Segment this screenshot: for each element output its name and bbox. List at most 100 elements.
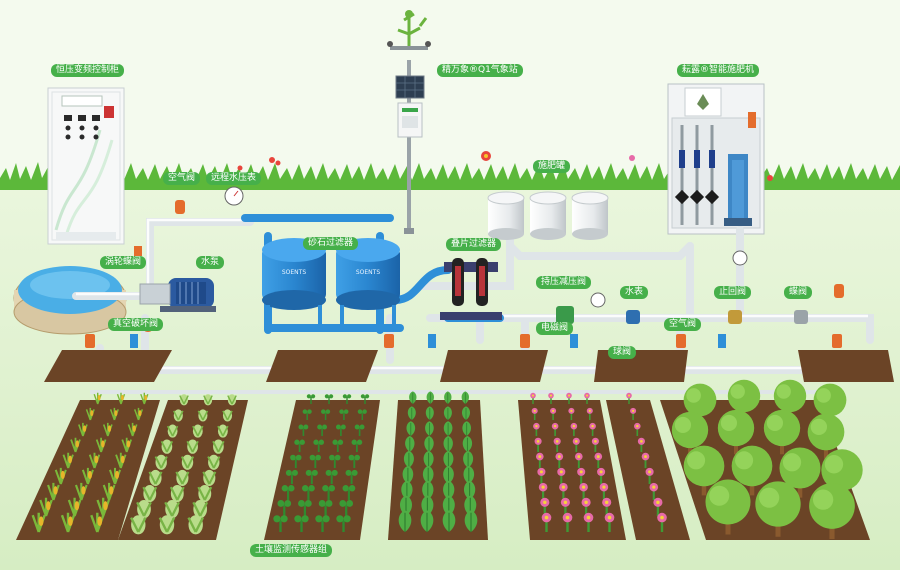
crop-plant — [102, 482, 116, 501]
crop-plant — [332, 439, 344, 452]
svg-text:SOENTS: SOENTS — [282, 269, 306, 276]
crop-plant — [536, 452, 544, 468]
crop-plant — [281, 485, 295, 500]
crop-plant — [443, 435, 453, 452]
crop-plant — [54, 467, 67, 485]
crop-plant — [541, 512, 552, 532]
crop-plant — [657, 512, 667, 532]
crop-plant — [354, 424, 365, 436]
crop-plant — [322, 485, 336, 500]
crop-plant — [39, 497, 53, 517]
crop-plant — [339, 409, 349, 420]
crop-plant — [403, 450, 414, 468]
crop-plant — [559, 482, 568, 500]
crop-plant — [187, 515, 204, 535]
crop-plant — [405, 435, 415, 452]
label-weather-station: 精万象®Q1气象站 — [437, 64, 523, 77]
crop-plant — [348, 454, 360, 468]
tree-icon — [683, 445, 725, 496]
crop-plant — [298, 500, 312, 516]
crop-plant — [443, 450, 454, 468]
crop-plant — [424, 435, 434, 452]
crop-plant — [531, 407, 538, 420]
crop-plant — [360, 394, 370, 404]
crop-plant — [329, 454, 341, 468]
crop-plant — [121, 437, 132, 453]
crop-plant — [594, 452, 603, 468]
control-cabinet — [47, 87, 125, 245]
label-solenoid-valve: 电磁阀 — [536, 322, 574, 335]
crop-plant — [47, 482, 60, 501]
crop-plant — [70, 437, 81, 453]
label-check-valve: 止回阀 — [714, 286, 752, 299]
tree-icon — [809, 483, 855, 540]
crop-plant — [175, 469, 190, 487]
crop-plant — [173, 409, 184, 422]
tree-icon — [731, 445, 773, 496]
tree-icon — [763, 409, 801, 455]
crop-plant — [108, 467, 122, 485]
crop-plant — [461, 406, 471, 420]
crop-plant — [443, 406, 452, 420]
crop-plant — [179, 394, 189, 406]
crop-plant — [584, 392, 590, 404]
crop-plant — [305, 469, 318, 484]
crop-plant — [67, 497, 82, 517]
crop-plant — [148, 469, 163, 487]
crop-plant — [133, 407, 144, 421]
crop-plant — [207, 454, 221, 470]
crop-plant — [273, 515, 288, 532]
crop-plant — [420, 510, 434, 532]
crop-plant — [351, 439, 363, 452]
crop-plant — [192, 500, 209, 519]
fertilizer-tanks — [487, 191, 609, 240]
crop-plant — [425, 421, 434, 436]
crop-plant — [109, 407, 119, 421]
crop-plant — [192, 424, 204, 438]
crop-plant — [158, 515, 176, 535]
crop-plant — [357, 409, 367, 420]
orchard-trees — [671, 379, 863, 540]
label-pump: 水泵 — [196, 256, 225, 269]
crop-plant — [294, 439, 305, 452]
label-disc-filter: 叠片过滤器 — [446, 238, 502, 251]
water-pump — [139, 278, 216, 312]
valves — [134, 186, 844, 332]
crop-plant — [298, 424, 309, 436]
crop-plant — [317, 424, 328, 436]
crops — [31, 391, 667, 535]
crop-plant — [335, 424, 346, 436]
crop-plant — [88, 452, 101, 469]
crop-plant — [202, 469, 217, 487]
crop-plant — [591, 437, 599, 452]
svg-text:SOENTS: SOENTS — [356, 269, 380, 276]
crop-plant — [345, 469, 358, 484]
crop-plant — [324, 394, 334, 404]
crop-plant — [444, 391, 452, 404]
crop-plant — [95, 437, 107, 453]
crop-plant — [637, 437, 645, 452]
label-air-valve-top: 空气阀 — [163, 172, 201, 185]
label-vacuum-valve: 真空破坏阀 — [108, 318, 164, 331]
crop-plant — [550, 407, 557, 420]
crop-plant — [227, 394, 237, 406]
crop-plant — [398, 510, 412, 532]
crop-plant — [553, 437, 561, 452]
crop-plant — [548, 392, 554, 404]
crop-plant — [325, 469, 338, 484]
crop-plant — [160, 439, 174, 454]
crop-plant — [342, 485, 356, 500]
label-fert-tank: 施肥罐 — [533, 160, 571, 173]
crop-plant — [442, 510, 456, 532]
grass-strip — [0, 162, 900, 190]
crop-plant — [537, 467, 546, 484]
crop-plant — [186, 439, 199, 454]
crop-plant — [577, 467, 586, 484]
crop-plant — [277, 500, 292, 516]
crop-plant — [164, 500, 180, 519]
crop-plant — [586, 407, 593, 420]
crop-plant — [570, 422, 578, 436]
label-fertilizer-machine: 耘露®智能施肥机 — [677, 64, 760, 77]
crop-plant — [116, 392, 126, 405]
